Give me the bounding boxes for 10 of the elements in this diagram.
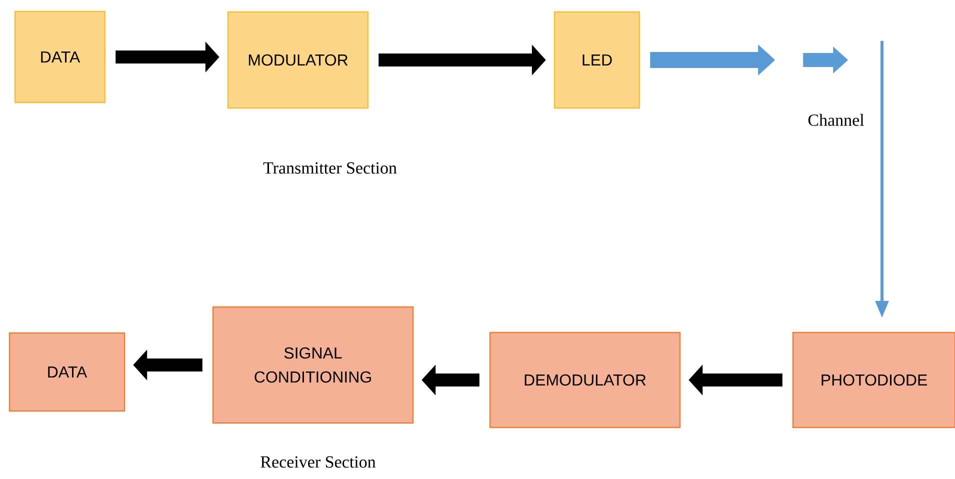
process-box: DEMODULATOR	[489, 332, 681, 428]
process-box: SIGNAL CONDITIONING	[212, 306, 414, 424]
section-label: Transmitter Section	[263, 162, 397, 174]
process-box: DATA	[8, 332, 126, 412]
process-box: LED	[554, 11, 640, 109]
process-box: MODULATOR	[227, 11, 369, 109]
section-label: Receiver Section	[260, 456, 376, 468]
process-box: PHOTODIODE	[792, 332, 955, 428]
edge-label: Channel	[806, 112, 866, 127]
process-box: DATA	[14, 10, 106, 104]
